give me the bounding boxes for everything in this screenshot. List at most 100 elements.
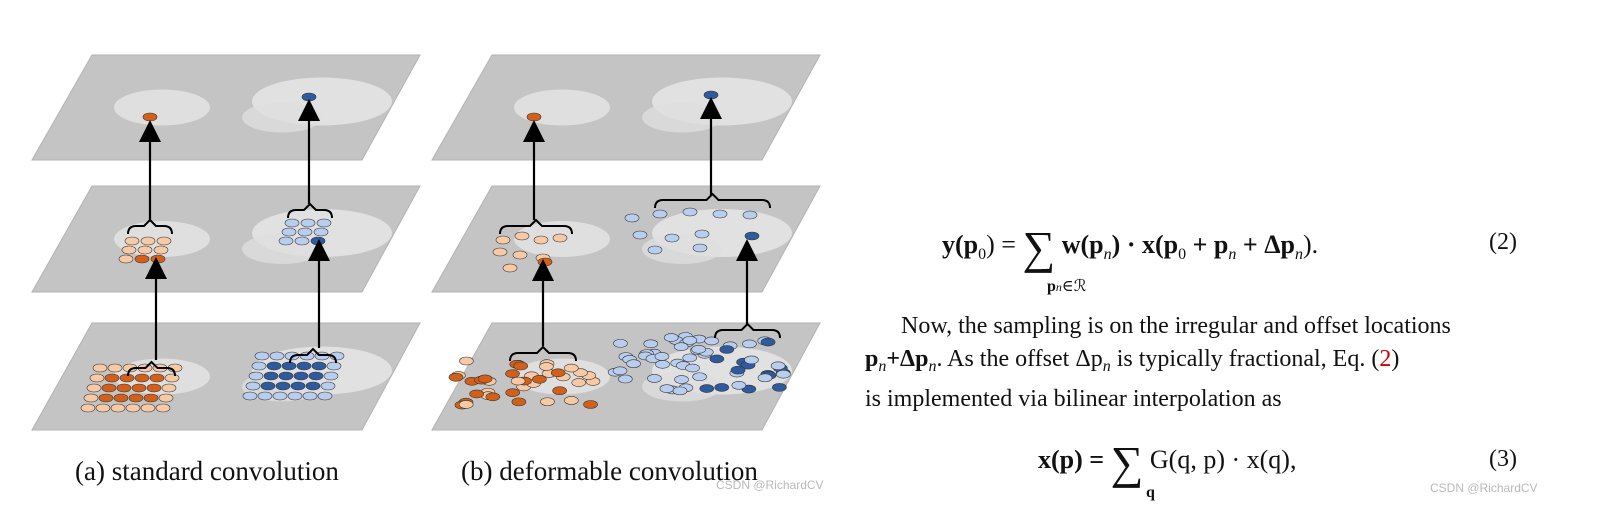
eq2-rhs-end: ). [1302,230,1319,259]
sampling-point [624,213,640,223]
p2-c: . As the offset Δp [936,346,1103,372]
sampling-point-dark [719,345,735,354]
sampling-point [685,363,700,373]
sampling-point [155,403,171,413]
sampling-point-dark [772,383,787,392]
p2-b-sub: n [928,358,937,375]
p2-a-sub: n [878,358,887,375]
p2-c-sub: n [1102,358,1111,375]
p2-b: +Δp [886,346,929,372]
sampling-point [617,374,633,384]
sampling-point [107,363,123,373]
sampling-point-dark [260,381,276,391]
sampling-point [613,339,628,348]
sampling-point [776,369,791,379]
eq2-rhs-plus-sub: n [1228,246,1237,263]
output-point-blue [703,90,719,100]
sampling-point-dark [505,369,520,378]
sampling-point [302,391,318,401]
equation-3: x(p) = ∑ G(q, p) · x(q), [1038,440,1296,486]
watermark-figure: CSDN @RichardCV [716,478,824,492]
sampling-point [125,403,141,413]
sampling-point-dark [477,374,493,384]
sampling-point [654,352,670,361]
sampling-point [682,207,698,217]
sampling-point-dark [552,386,567,396]
sampling-point-dark [290,381,306,391]
lamb-shape [514,89,610,126]
sampling-point [673,342,689,351]
eq2-rhs-w: w(p [1061,230,1104,259]
sampling-point-dark [699,384,715,393]
sampling-point-dark [511,397,527,407]
sampling-point [659,384,675,393]
p2-e: ) [1391,346,1400,372]
sampling-point-dark [505,388,521,397]
sampling-point [248,371,264,381]
caption-deformable-convolution: (b) deformable convolution [461,456,758,486]
output-point-blue [301,92,317,102]
convolution-figure [31,54,821,431]
sampling-point [156,236,172,246]
sampling-point [92,363,108,373]
sampling-point [704,336,719,346]
sampling-point-dark [119,373,135,383]
sampling-point [323,371,339,381]
sampling-point-dark [275,381,291,391]
sampling-point [512,250,528,260]
eq3-rhs: G(q, p) · x(q), [1149,445,1297,474]
sampling-point [563,363,579,373]
sampling-point-dark [714,383,730,392]
sampling-point [757,373,773,383]
sampling-point [140,236,156,246]
sampling-point [502,263,518,273]
sampling-point [297,227,313,237]
paragraph-line-2: pn+Δpn. As the offset Δpn is typically f… [865,343,1525,383]
body-paragraph: Now, the sampling is on the irregular an… [865,310,1525,416]
eq2-rhs-delta-sub: n [1294,246,1303,263]
sampling-point [458,400,474,409]
sampling-point-dark [278,371,294,381]
sampling-point-dark [281,361,297,371]
sampling-point [632,230,648,240]
sampling-point [682,353,698,363]
sampling-point [492,247,508,257]
sampling-point [674,375,689,384]
sampling-point [692,372,707,382]
sampling-point [663,333,679,342]
sampling-point-dark [143,393,159,403]
sampling-point [272,391,288,401]
sampling-point [153,245,169,255]
p2-d: is typically fractional, Eq. ( [1110,346,1380,372]
sampling-point [121,245,137,255]
output-point-orange [142,112,158,122]
sampling-point [664,233,680,243]
eq3-sum-under: q [1146,484,1155,501]
sampling-point-dark [101,383,117,393]
sampling-point [510,376,526,386]
eq2-rhs-delta: + Δp [1236,230,1295,259]
sampling-point-dark [448,372,464,382]
eq2-sum-under: pn∈ℛ [1047,268,1087,298]
sampling-point-dark [744,231,760,241]
sampling-point [691,345,706,354]
sampling-point [242,391,258,401]
sampling-point [287,391,303,401]
sampling-point [742,339,757,349]
sampling-point-dark [266,361,282,371]
paragraph-line-3: is implemented via bilinear interpolatio… [865,386,1282,412]
sampling-point [313,227,329,237]
output-point-orange [526,112,542,122]
equation-2: y(p0) = ∑ w(pn) · x(p0 + pn + Δpn). [942,225,1318,271]
small-lamb-shape [642,234,722,264]
sampling-point [495,235,511,245]
sampling-point-dark [485,392,501,402]
equation-2-reference-link[interactable]: 2 [1379,346,1392,372]
sampling-point [86,383,102,393]
sampling-point-dark [150,254,166,264]
sampling-point [742,210,758,220]
sampling-point-dark [98,393,114,403]
receptive-field-bracket [509,345,577,362]
eq2-sum-symbol: ∑ [1022,222,1056,273]
receptive-field-bracket [654,192,771,209]
